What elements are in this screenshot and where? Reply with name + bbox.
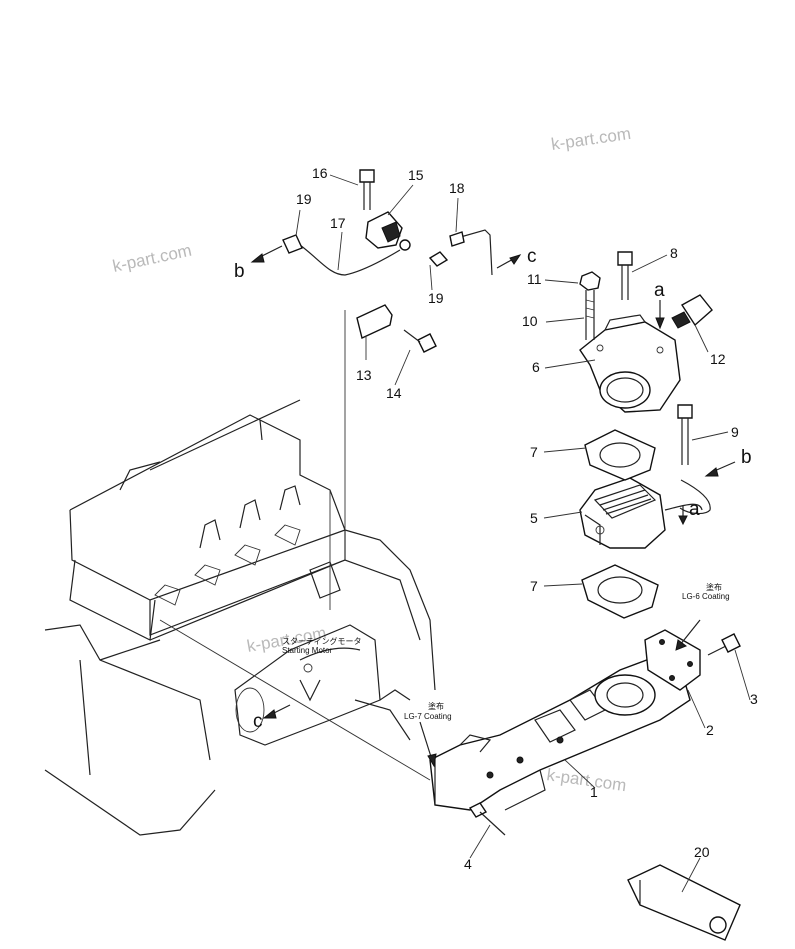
- connector-19a: [282, 234, 303, 254]
- sensor-12: [671, 294, 713, 329]
- elbow-connector: [579, 314, 681, 413]
- gasket-lower: [581, 564, 659, 619]
- part-label-10: 10: [522, 313, 538, 329]
- heater-housing: [579, 477, 703, 549]
- part-label-18: 18: [449, 180, 465, 196]
- label-leaders: [295, 174, 751, 893]
- connector-label-a: a: [689, 499, 700, 520]
- arrow-lg6: [679, 619, 701, 646]
- part-label-4: 4: [464, 856, 472, 872]
- nut-11: [579, 271, 601, 291]
- gasket-upper: [584, 429, 656, 481]
- wire-a-lower: [679, 479, 711, 515]
- note-lg7-jp: 塗布: [428, 701, 444, 711]
- connector-label-a: a: [654, 280, 665, 301]
- part-label-7: 7: [530, 578, 538, 594]
- part-label-1: 1: [590, 784, 598, 800]
- part-label-8: 8: [670, 245, 678, 261]
- note-starting-motor-jp: スターティングモータ: [282, 636, 362, 646]
- stud-10: [585, 290, 595, 340]
- engine-block: [44, 399, 436, 836]
- part-label-20: 20: [694, 844, 710, 860]
- injector-20: [627, 864, 741, 941]
- intake-manifold: [429, 654, 691, 811]
- watermark: k-part.com: [111, 241, 193, 276]
- bolt-14: [403, 329, 437, 353]
- bolt-4: [468, 802, 506, 836]
- part-label-14: 14: [386, 385, 402, 401]
- connector-label-c: c: [253, 711, 263, 732]
- pipe-18: [449, 229, 493, 276]
- arrow-lg7: [419, 721, 433, 761]
- wire-17: [299, 244, 401, 276]
- part-label-19: 19: [296, 191, 312, 207]
- note-lg7: LG-7 Coating: [404, 712, 452, 721]
- bolt-8: [617, 251, 633, 300]
- part-label-3: 3: [750, 691, 758, 707]
- bolt-16: [359, 169, 375, 210]
- bracket-13: [356, 304, 393, 339]
- connector-label-c: c: [527, 246, 537, 267]
- part-label-17: 17: [330, 215, 346, 231]
- part-label-6: 6: [532, 359, 540, 375]
- note-lg6: LG-6 Coating: [682, 592, 730, 601]
- bolt-3: [707, 633, 741, 656]
- cover-plate: [644, 629, 701, 691]
- bolt-9: [677, 404, 693, 465]
- part-label-9: 9: [731, 424, 739, 440]
- part-label-7: 7: [530, 444, 538, 460]
- watermark: k-part.com: [550, 124, 632, 154]
- connector-19b: [428, 251, 449, 267]
- connector-label-b: b: [234, 261, 245, 282]
- part-label-13: 13: [356, 367, 372, 383]
- part-label-12: 12: [710, 351, 726, 367]
- note-starting-motor: Starting Motor: [282, 646, 333, 655]
- note-lg6-jp: 塗布: [706, 582, 722, 592]
- part-label-15: 15: [408, 167, 424, 183]
- leader-line: [159, 619, 431, 781]
- part-label-5: 5: [530, 510, 538, 526]
- relay-15: [365, 211, 411, 251]
- part-label-11: 11: [527, 271, 542, 287]
- part-label-16: 16: [312, 165, 328, 181]
- connector-label-b: b: [741, 447, 752, 468]
- part-label-19: 19: [428, 290, 444, 306]
- part-label-2: 2: [706, 722, 714, 738]
